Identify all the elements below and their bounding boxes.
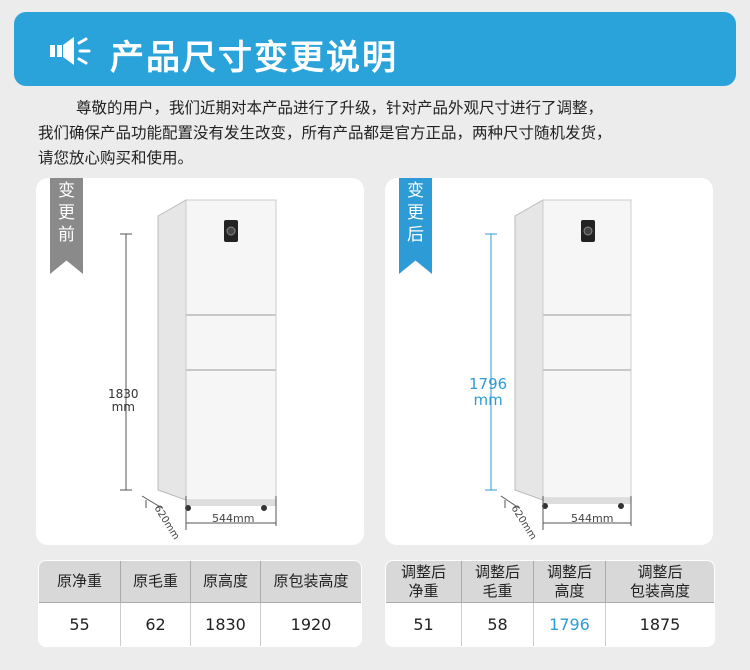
notice-text: 尊敬的用户，我们近期对本产品进行了升级，针对产品外观尺寸进行了调整， 我们确保产…: [38, 96, 718, 171]
height-label-before: 1830 mm: [108, 388, 139, 414]
speaker-icon: [50, 37, 91, 65]
table-row: 51 58 1796 1875: [386, 602, 714, 646]
notice-line: 尊敬的用户，我们近期对本产品进行了升级，针对产品外观尺寸进行了调整，: [76, 99, 604, 117]
table-header: 原包装高度: [260, 561, 361, 603]
after-spec-table: 调整后 净重 调整后 毛重 调整后 高度 调整后 包装高度 51 58 1796…: [385, 560, 715, 647]
ribbon-char: 变: [58, 181, 75, 201]
table-header: 调整后 高度: [533, 561, 606, 603]
after-ribbon: 变 更 后: [399, 178, 432, 274]
table-header: 原毛重: [120, 561, 191, 603]
title-banner: 产品尺寸变更说明: [14, 12, 736, 86]
notice-line: 请您放心购买和使用。: [38, 149, 194, 167]
header-line: 调整后 毛重: [474, 562, 520, 600]
ribbon-char: 更: [407, 203, 424, 223]
ribbon-char: 更: [58, 203, 75, 223]
height-unit: mm: [473, 391, 503, 409]
table-cell: 55: [39, 602, 121, 646]
table-cell: 1875: [639, 615, 681, 634]
height-label-after: 1796 mm: [469, 376, 507, 408]
table-cell: 1920: [290, 615, 332, 634]
table-cell: 62: [120, 602, 191, 646]
table-header-row: 调整后 净重 调整后 毛重 调整后 高度 调整后 包装高度: [386, 561, 714, 603]
table-cell: 58: [461, 602, 534, 646]
table-header-row: 原净重 原毛重 原高度 原包装高度: [39, 561, 361, 603]
width-label-before: 544mm: [212, 512, 255, 525]
table-cell: 51: [386, 602, 462, 646]
width-label-after: 544mm: [571, 512, 614, 525]
ribbon-char: 变: [407, 181, 424, 201]
page-title: 产品尺寸变更说明: [110, 38, 398, 78]
height-unit: mm: [111, 400, 135, 414]
before-spec-table: 原净重 原毛重 原高度 原包装高度 55 62 1830 1920: [38, 560, 362, 647]
header-line: 调整后 净重: [400, 562, 446, 600]
header-line: 调整后 包装高度: [629, 562, 690, 600]
ribbon-char: 前: [58, 225, 75, 245]
height-value: 1830: [108, 387, 139, 401]
table-cell: 1796: [533, 602, 606, 646]
table-row: 55 62 1830 1920: [39, 602, 361, 646]
after-card: 变 更 后 1796 mm 544mm 620mm: [385, 178, 713, 545]
fridge-illustration-before: [120, 199, 277, 530]
table-header: 调整后 净重: [386, 561, 462, 603]
ribbon-char: 后: [407, 225, 424, 245]
before-card: 变 更 前 1830 mm 544mm 620mm: [36, 178, 364, 545]
table-header: 原高度: [190, 561, 261, 603]
header-line: 调整后 高度: [546, 562, 592, 600]
table-header: 调整后 毛重: [461, 561, 534, 603]
table-cell: 1830: [190, 602, 261, 646]
notice-line: 我们确保产品功能配置没有发生改变，所有产品都是官方正品，两种尺寸随机发货，: [38, 124, 612, 142]
fridge-illustration-after: [485, 199, 632, 530]
before-ribbon: 变 更 前: [50, 178, 83, 274]
table-header: 原净重: [39, 561, 121, 603]
table-header: 调整后 包装高度: [605, 561, 714, 603]
height-value: 1796: [469, 375, 508, 393]
